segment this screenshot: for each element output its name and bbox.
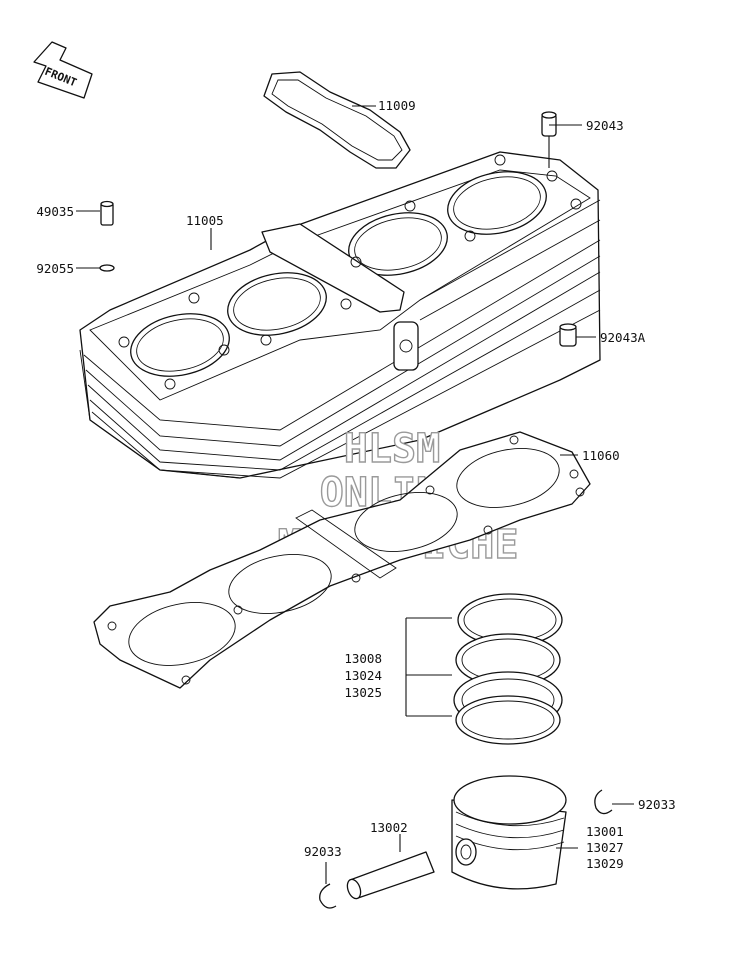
label-11060: 11060 xyxy=(582,448,620,463)
label-92055: 92055 xyxy=(36,261,74,276)
cylinder-block xyxy=(79,151,601,479)
collar xyxy=(100,200,114,226)
label-13001: 13001 xyxy=(586,824,624,839)
label-13029: 13029 xyxy=(586,856,624,871)
piston-pin xyxy=(346,851,435,900)
base-gasket xyxy=(93,431,591,689)
dowel-pin-top xyxy=(541,111,557,137)
label-11009: 11009 xyxy=(378,98,416,113)
label-13002: 13002 xyxy=(370,820,408,835)
label-13025: 13025 xyxy=(344,685,382,700)
label-92033-right: 92033 xyxy=(638,797,676,812)
label-11005: 11005 xyxy=(186,213,224,228)
circlip-right xyxy=(594,789,613,815)
label-49035: 49035 xyxy=(36,204,74,219)
leader-lines xyxy=(76,105,634,884)
piston-rings xyxy=(453,593,563,745)
piston xyxy=(451,775,567,890)
dowel-pin-side xyxy=(559,323,577,347)
head-cover-gasket xyxy=(263,71,411,169)
label-13027: 13027 xyxy=(586,840,624,855)
label-92043: 92043 xyxy=(586,118,624,133)
label-92033-left: 92033 xyxy=(304,844,342,859)
label-92043a: 92043A xyxy=(600,330,646,345)
o-ring xyxy=(99,264,115,272)
front-arrow-icon: FRONT xyxy=(33,41,93,99)
svg-text:HLSM: HLSM xyxy=(344,426,440,472)
label-13024: 13024 xyxy=(344,668,382,683)
circlip-left xyxy=(319,883,337,909)
label-13008: 13008 xyxy=(344,651,382,666)
part-labels: 11009 92043 49035 11005 92055 92043A 110… xyxy=(36,98,675,871)
